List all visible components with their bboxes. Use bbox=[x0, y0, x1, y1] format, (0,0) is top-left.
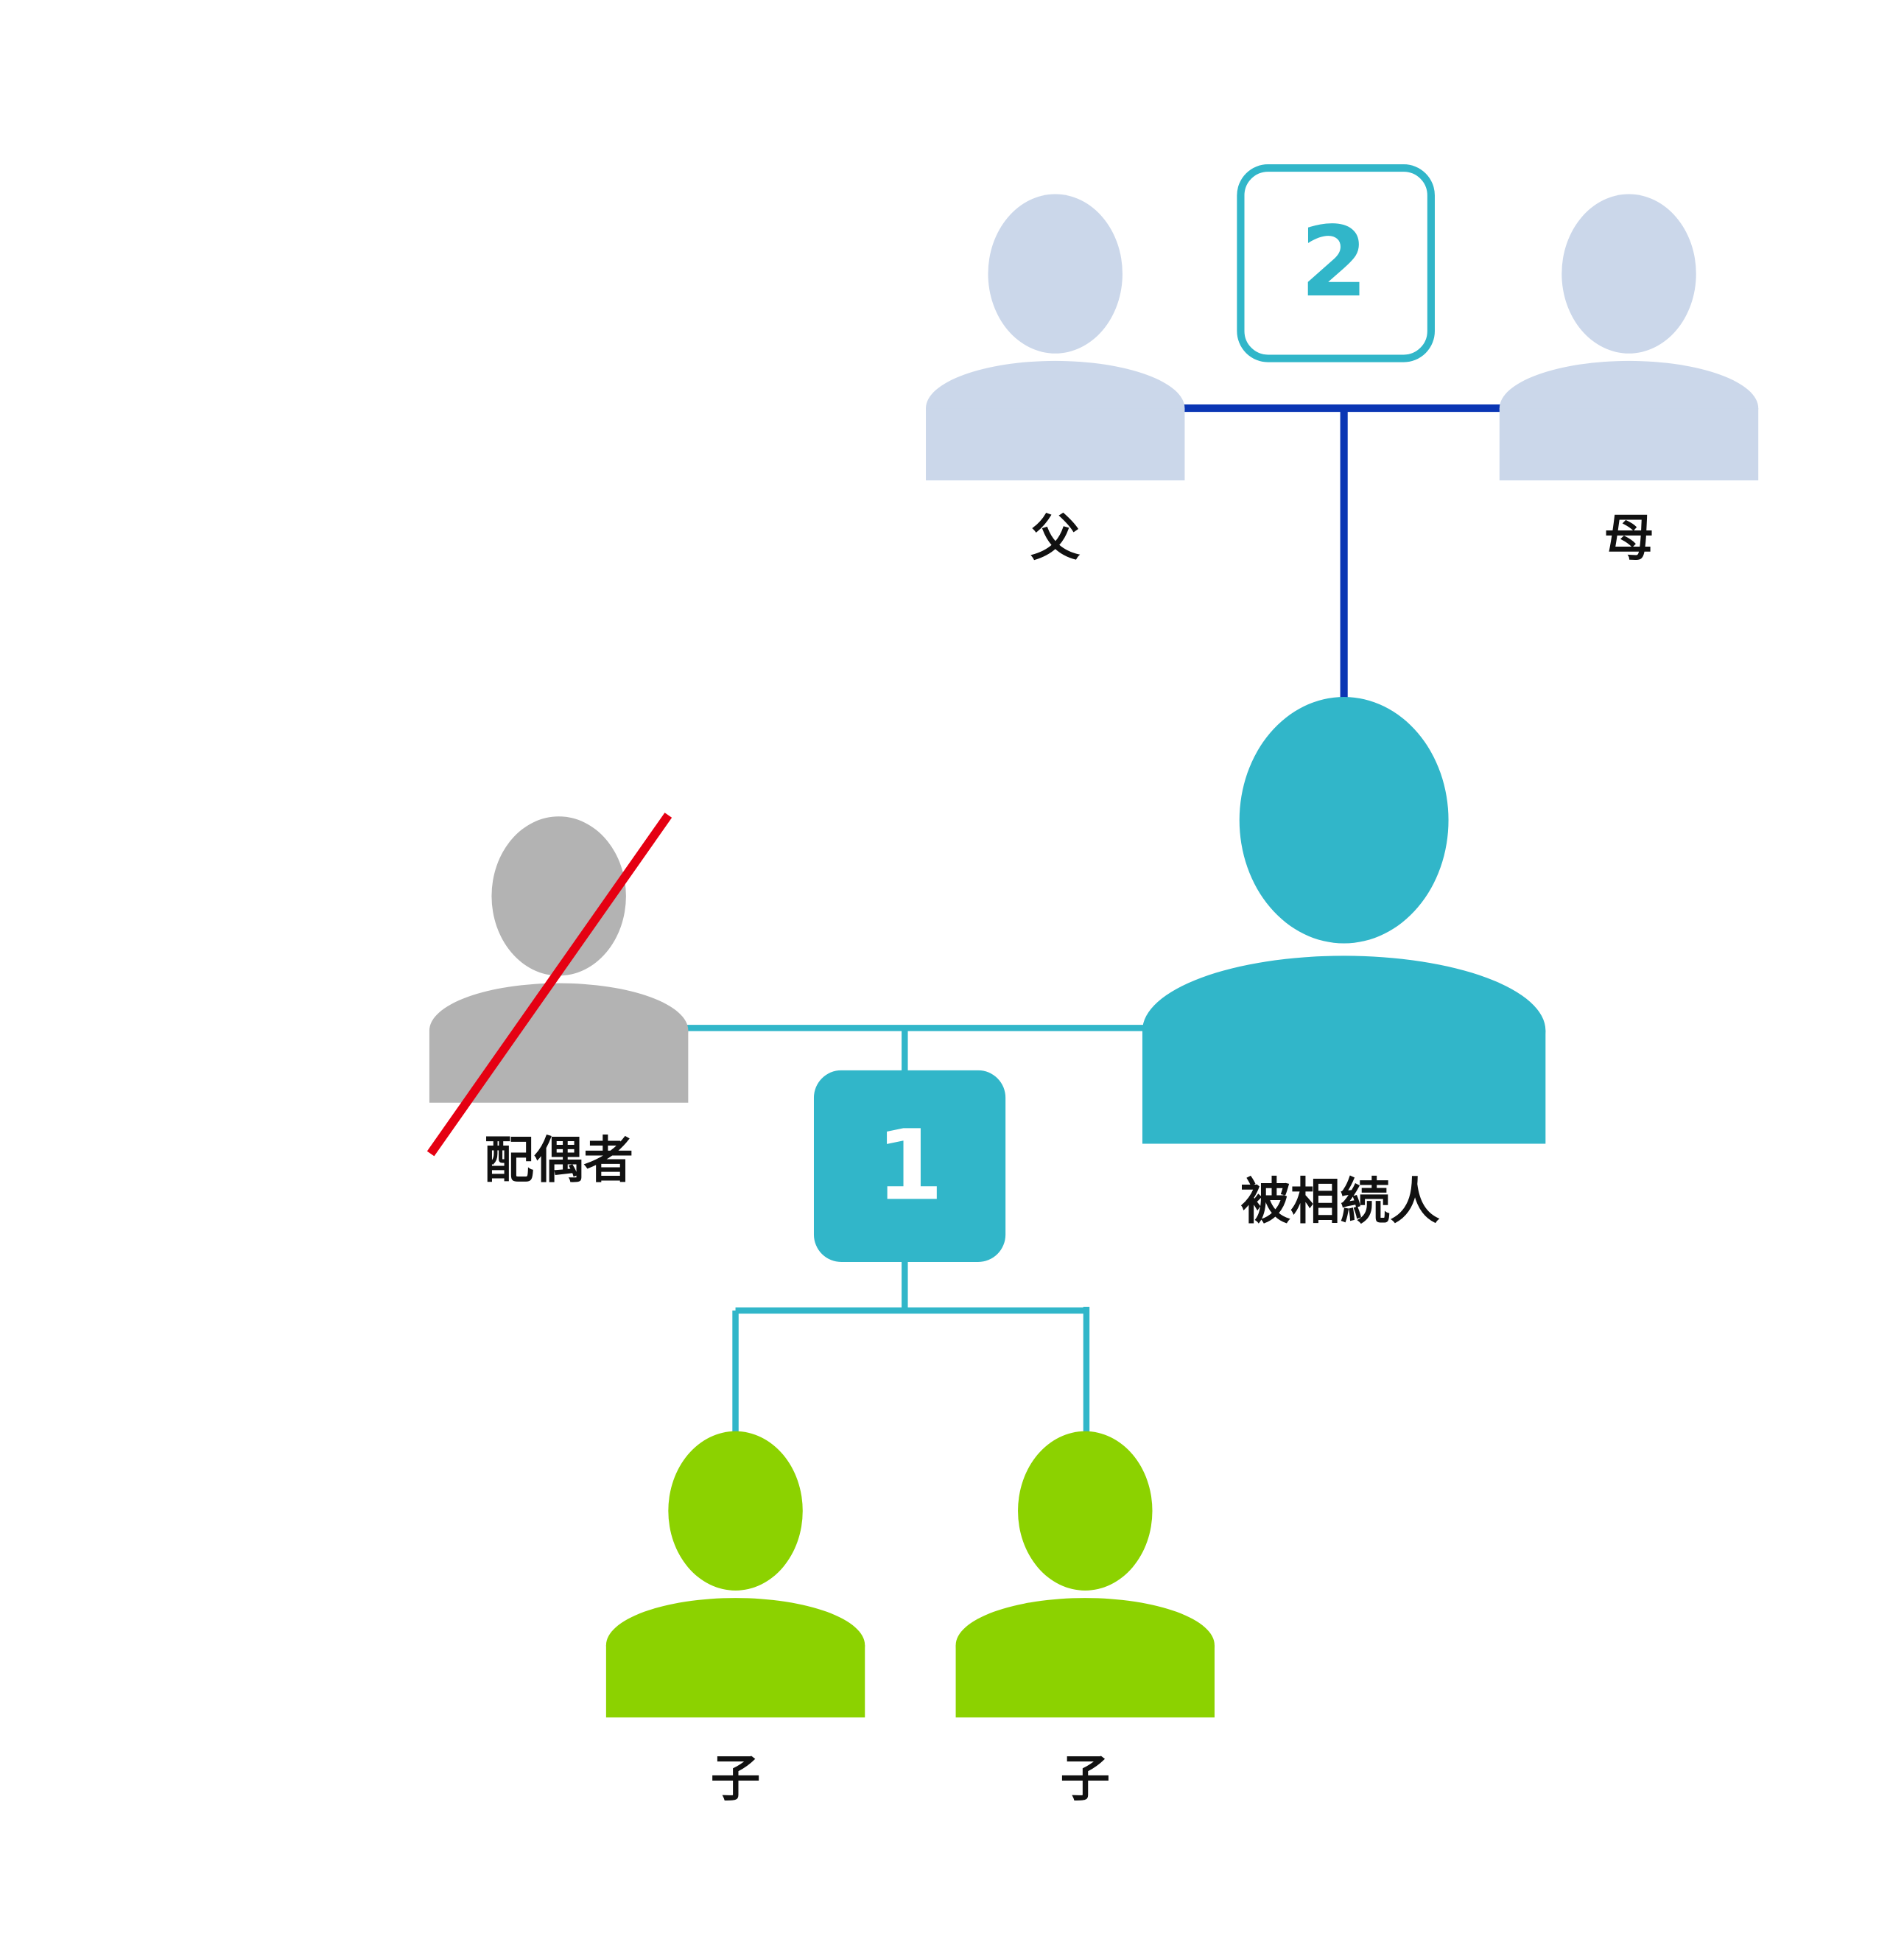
mother-person-icon bbox=[1499, 194, 1759, 481]
rank-1-badge: 1 bbox=[813, 1070, 1006, 1262]
mother-label: 母 bbox=[1604, 508, 1654, 567]
child-2-person-icon bbox=[955, 1431, 1215, 1718]
rank-2-badge: 2 bbox=[1237, 164, 1435, 362]
deceased-label: 被相続人 bbox=[1240, 1172, 1440, 1230]
rank-1-number: 1 bbox=[876, 1109, 944, 1222]
father-label: 父 bbox=[1030, 508, 1081, 567]
child-1-person-icon bbox=[605, 1431, 865, 1718]
child-1-label: 子 bbox=[711, 1750, 761, 1808]
spouse-person-icon bbox=[429, 816, 689, 1103]
child-2-label: 子 bbox=[1060, 1750, 1110, 1808]
descendants-connector bbox=[685, 1025, 1145, 1434]
spouse-label: 配偶者 bbox=[484, 1131, 633, 1189]
parents-connector bbox=[1182, 404, 1503, 700]
father-person-icon bbox=[926, 194, 1185, 481]
spouse-cross-out-line bbox=[426, 813, 672, 1157]
deceased-person-icon bbox=[1142, 697, 1546, 1144]
rank-2-number: 2 bbox=[1300, 206, 1368, 319]
